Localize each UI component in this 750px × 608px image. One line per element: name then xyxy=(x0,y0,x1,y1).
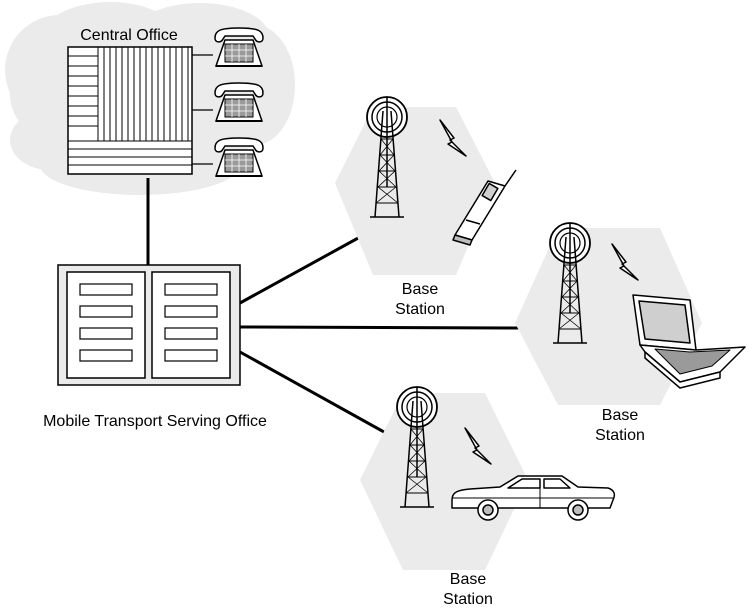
base-station-3-line1: Base xyxy=(449,571,487,588)
mtso-to-bs3-link xyxy=(239,350,394,439)
base-station-3-line2: Station xyxy=(443,591,493,608)
cabinet-icon xyxy=(57,264,241,386)
base-station-2-line2: Station xyxy=(595,427,645,444)
central-office-label: Central Office xyxy=(80,27,178,44)
telephone-icon xyxy=(214,27,264,67)
mobile-phone-icon xyxy=(452,169,517,246)
base-station-3-label: Base Station xyxy=(428,570,508,608)
base-station-2-label: Base Station xyxy=(580,406,660,446)
base-station-1-line2: Station xyxy=(395,301,445,318)
mtso-label: Mobile Transport Serving Office xyxy=(43,413,267,430)
switching-equipment-icon xyxy=(67,46,193,175)
base-station-2-line1: Base xyxy=(601,407,639,424)
base-station-1-line1: Base xyxy=(401,281,439,298)
laptop-icon xyxy=(632,294,746,389)
telephone-icon xyxy=(214,82,264,122)
car-icon xyxy=(451,475,616,521)
telephone-icon xyxy=(214,137,264,177)
base-station-1-label: Base Station xyxy=(380,280,460,320)
phone-wires xyxy=(192,54,213,165)
mtso-to-bs1-link xyxy=(239,235,361,305)
connection-lines xyxy=(146,178,523,439)
mtso-to-bs2-link xyxy=(239,325,523,330)
